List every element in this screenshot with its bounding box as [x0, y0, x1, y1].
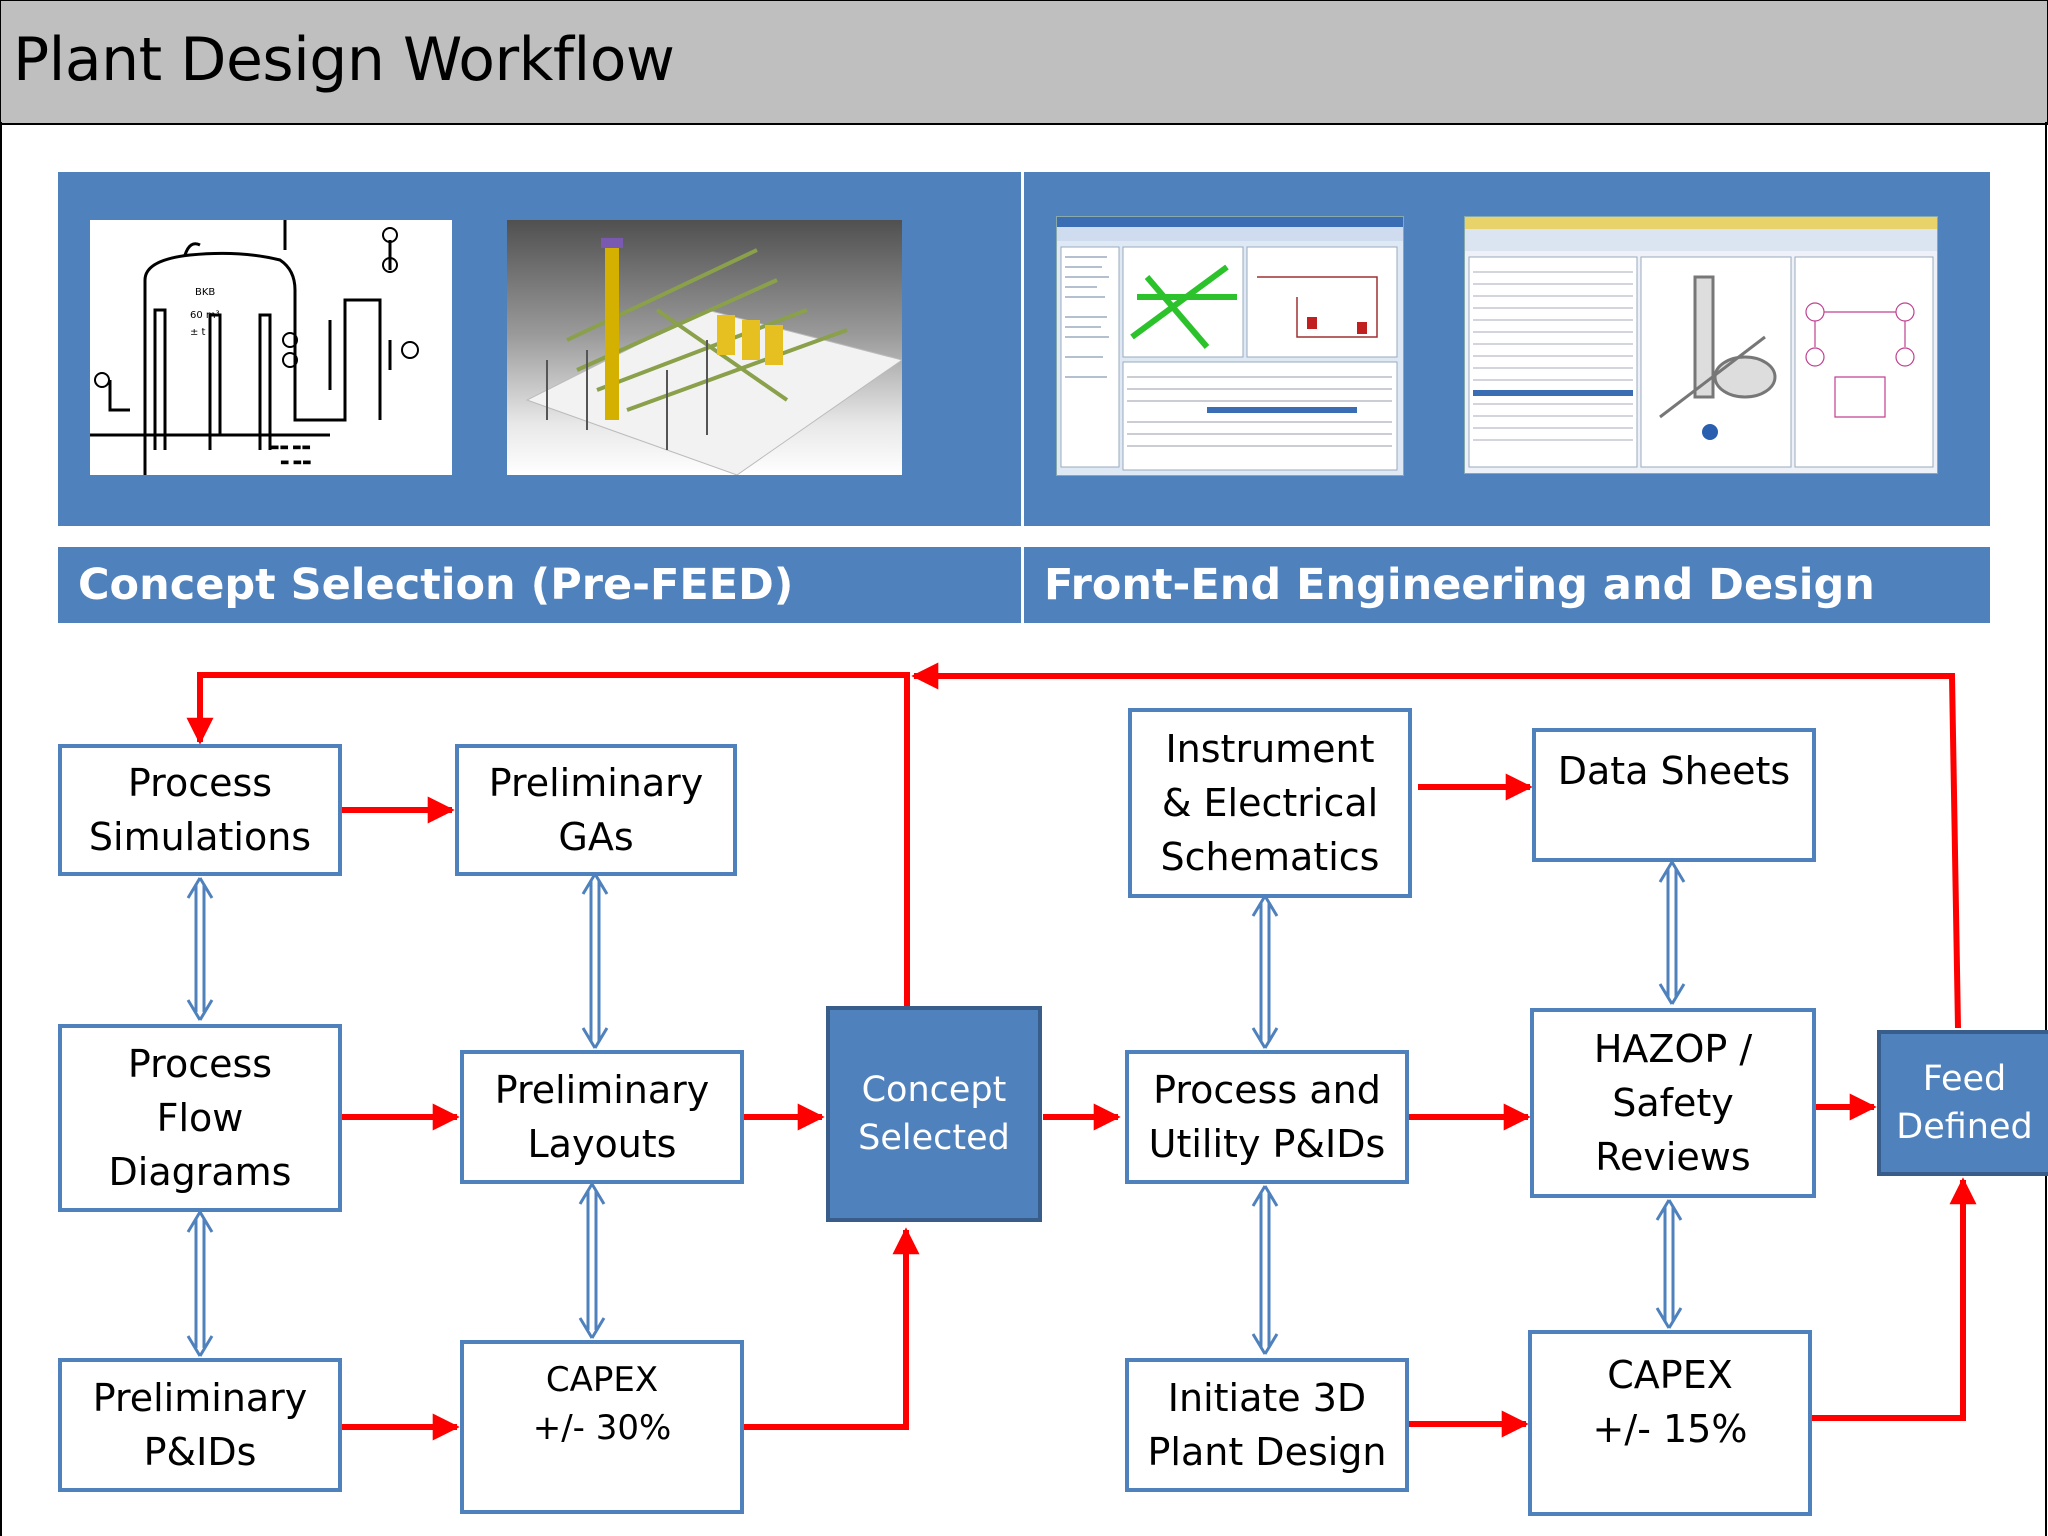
link-pfd-pids	[186, 1211, 214, 1357]
node-capex-30: CAPEX +/- 30%	[460, 1340, 744, 1514]
node-preliminary-pids: Preliminary P&IDs	[58, 1358, 342, 1492]
node-instrument-electrical-schematics: Instrument & Electrical Schematics	[1128, 708, 1412, 898]
link-simulations-pfd	[186, 877, 214, 1021]
banner-divider	[1021, 172, 1024, 626]
node-process-utility-pids: Process and Utility P&IDs	[1125, 1050, 1409, 1184]
pid-software-screenshot	[1056, 216, 1404, 476]
title-bar: Plant Design Workflow	[0, 0, 2048, 125]
node-capex-15: CAPEX +/- 15%	[1528, 1330, 1812, 1516]
svg-text:± t: ± t	[190, 327, 206, 338]
link-datasheets-hazop	[1658, 861, 1686, 1005]
page-border-left	[0, 122, 2, 1536]
link-gas-layouts	[581, 873, 609, 1049]
node-hazop-safety-reviews: HAZOP / Safety Reviews	[1530, 1008, 1816, 1198]
arrow-capex15-to-feed	[1812, 1177, 1977, 1421]
pid-software-drawing	[1057, 217, 1403, 471]
node-process-simulations: Process Simulations	[58, 744, 342, 876]
node-preliminary-layouts: Preliminary Layouts	[460, 1050, 744, 1184]
svg-text:▬ ▬▬: ▬ ▬▬	[280, 457, 312, 468]
svg-text:BKB: BKB	[195, 287, 215, 298]
link-process-pids-initiate3d	[1251, 1185, 1279, 1355]
node-feed-defined: Feed Defined	[1877, 1030, 2048, 1176]
phase-label-feed: Front-End Engineering and Design (FEED)	[1024, 547, 1990, 686]
node-data-sheets: Data Sheets	[1532, 728, 1816, 862]
pfd-sketch-drawing: BKB 60 m³ ± t ▬▬ ▬▬ ▬ ▬▬	[90, 220, 419, 475]
arrow-capex30-to-concept	[743, 1227, 920, 1430]
pfd-sketch-image: BKB 60 m³ ± t ▬▬ ▬▬ ▬ ▬▬	[90, 220, 452, 475]
page-border-right	[2045, 122, 2047, 1536]
svg-text:60 m³: 60 m³	[190, 310, 220, 321]
node-process-flow-diagrams: Process Flow Diagrams	[58, 1024, 342, 1212]
3d-design-software-screenshot	[1464, 216, 1938, 474]
link-hazop-capex15	[1655, 1199, 1683, 1329]
link-layouts-capex30	[578, 1183, 606, 1339]
node-initiate-3d-plant-design: Initiate 3D Plant Design	[1125, 1358, 1409, 1492]
phase-label-pre-feed: Concept Selection (Pre-FEED)	[58, 547, 1021, 623]
node-concept-selected: Concept Selected	[826, 1006, 1042, 1222]
3d-plant-drawing	[525, 238, 902, 475]
svg-text:▬▬ ▬▬: ▬▬ ▬▬	[270, 442, 311, 453]
link-instrument-process-pids	[1251, 895, 1279, 1049]
3d-design-drawing	[1465, 217, 1937, 468]
arrow-concept-loop-to-simulations	[186, 672, 910, 1010]
node-preliminary-gas: Preliminary GAs	[455, 744, 737, 876]
page-title: Plant Design Workflow	[13, 25, 675, 95]
arrow-feed-loop-to-concept	[911, 662, 1961, 1029]
3d-plant-model-image	[507, 220, 902, 475]
